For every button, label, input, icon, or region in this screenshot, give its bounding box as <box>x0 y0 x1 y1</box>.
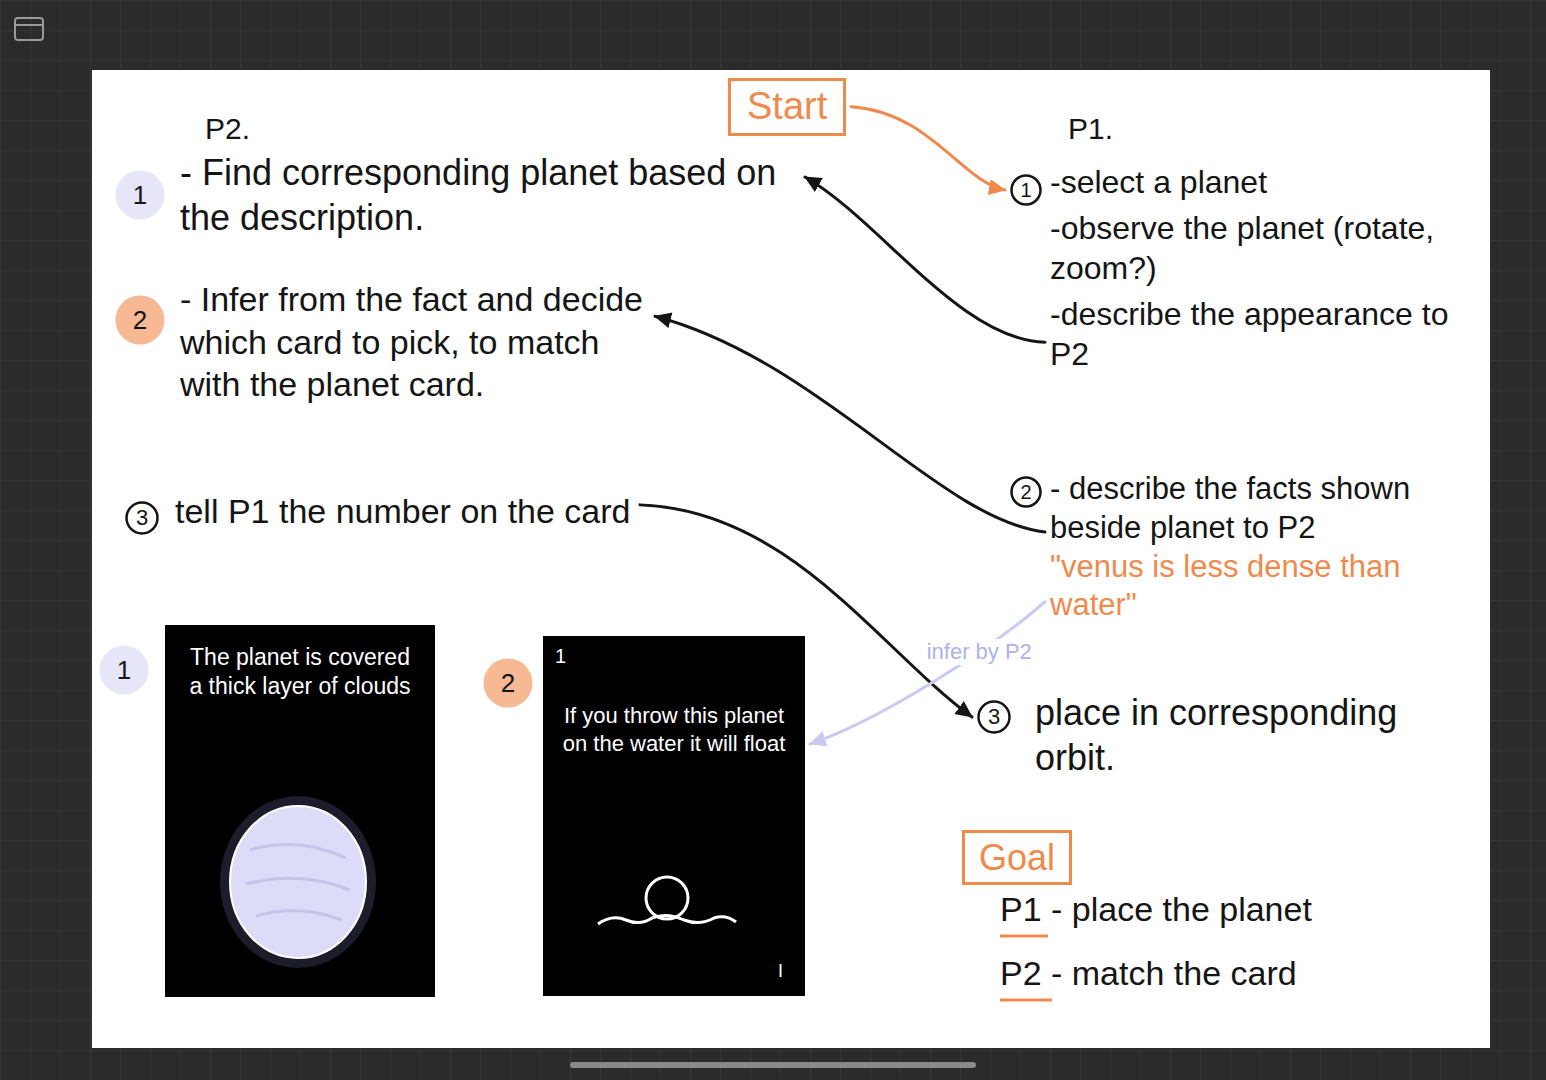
node-text: 1 <box>133 179 147 212</box>
underline <box>1000 935 1048 938</box>
node-text: place in corresponding orbit. <box>1035 690 1480 780</box>
node-text: 2 <box>501 667 515 700</box>
cloud-bands <box>246 845 350 920</box>
node-text: 2 <box>1020 480 1031 505</box>
goal-box: Goal <box>962 830 1072 885</box>
node-text: - Infer from the fact and decide which c… <box>180 278 650 406</box>
callout-number: 1 <box>114 169 166 221</box>
node-text: Goal <box>979 835 1055 880</box>
planet-illustration <box>230 806 366 958</box>
node-text: 3 <box>136 504 148 532</box>
flow-arrow <box>655 316 1045 532</box>
flow-arrow <box>851 107 1005 190</box>
planet-glow <box>220 796 376 968</box>
start-box: Start <box>728 78 846 136</box>
node-text: -select a planet <box>1050 162 1475 202</box>
callout-number: 2 <box>1010 476 1042 508</box>
underline <box>1000 999 1052 1002</box>
node-text: 1 <box>555 644 566 669</box>
node-text: If you throw this planet on the water it… <box>557 702 791 757</box>
callout-number: 1 <box>1010 174 1042 206</box>
card-shape <box>165 625 435 997</box>
step-text: tell P1 the number on the card <box>175 490 635 533</box>
callout-number: 3 <box>125 501 159 535</box>
step-text: -select a planet -observe the planet (rot… <box>1050 162 1475 374</box>
edge-label: infer by P2 <box>923 639 1036 665</box>
node-text: - Find corresponding planet based on the… <box>180 150 800 240</box>
fact-card: 1 If you throw this planet on the water i… <box>543 636 805 996</box>
node-text: 3 <box>988 703 1000 731</box>
node-text: 1 <box>1020 178 1031 203</box>
node-text: The planet is covered a thick layer of c… <box>181 643 419 701</box>
flow-arrow <box>805 177 1045 342</box>
scroll-bar <box>570 1062 976 1068</box>
water-wave <box>598 915 736 924</box>
node-text: - describe the facts shown beside planet… <box>1050 470 1480 548</box>
node-text: I <box>778 960 783 983</box>
note-label: P2 - match the card <box>1000 952 1297 995</box>
node-text: 1 <box>117 654 131 687</box>
window-icon <box>15 18 43 40</box>
step-text: - Find corresponding planet based on the… <box>180 150 800 240</box>
node-text: Start <box>747 83 827 131</box>
node-text: 2 <box>133 304 147 337</box>
planet-card: The planet is covered a thick layer of c… <box>165 625 435 997</box>
floating-ball <box>646 877 688 919</box>
note-label: P2. <box>205 110 250 148</box>
callout-number: 2 <box>482 657 534 709</box>
node-text: tell P1 the number on the card <box>175 490 635 533</box>
note-label: P1. <box>1068 110 1113 148</box>
flow-arrow <box>810 602 1045 744</box>
callout-number: 2 <box>114 294 166 346</box>
node-text: -describe the appearance to P2 <box>1050 294 1475 374</box>
node-text: "venus is less dense than water" <box>1050 548 1480 626</box>
step-text: place in corresponding orbit. <box>1035 690 1480 780</box>
node-text: -observe the planet (rotate, zoom?) <box>1050 208 1475 288</box>
window-icon-bar <box>15 24 43 26</box>
flow-arrow <box>640 505 972 717</box>
card-shape <box>543 636 805 996</box>
note-label: P1 - place the planet <box>1000 888 1312 931</box>
callout-number: 3 <box>977 700 1011 734</box>
step-text: - describe the facts shown beside planet… <box>1050 470 1480 625</box>
callout-number: 1 <box>98 644 150 696</box>
step-text: - Infer from the fact and decide which c… <box>180 278 650 406</box>
canvas-sheet <box>92 70 1490 1048</box>
